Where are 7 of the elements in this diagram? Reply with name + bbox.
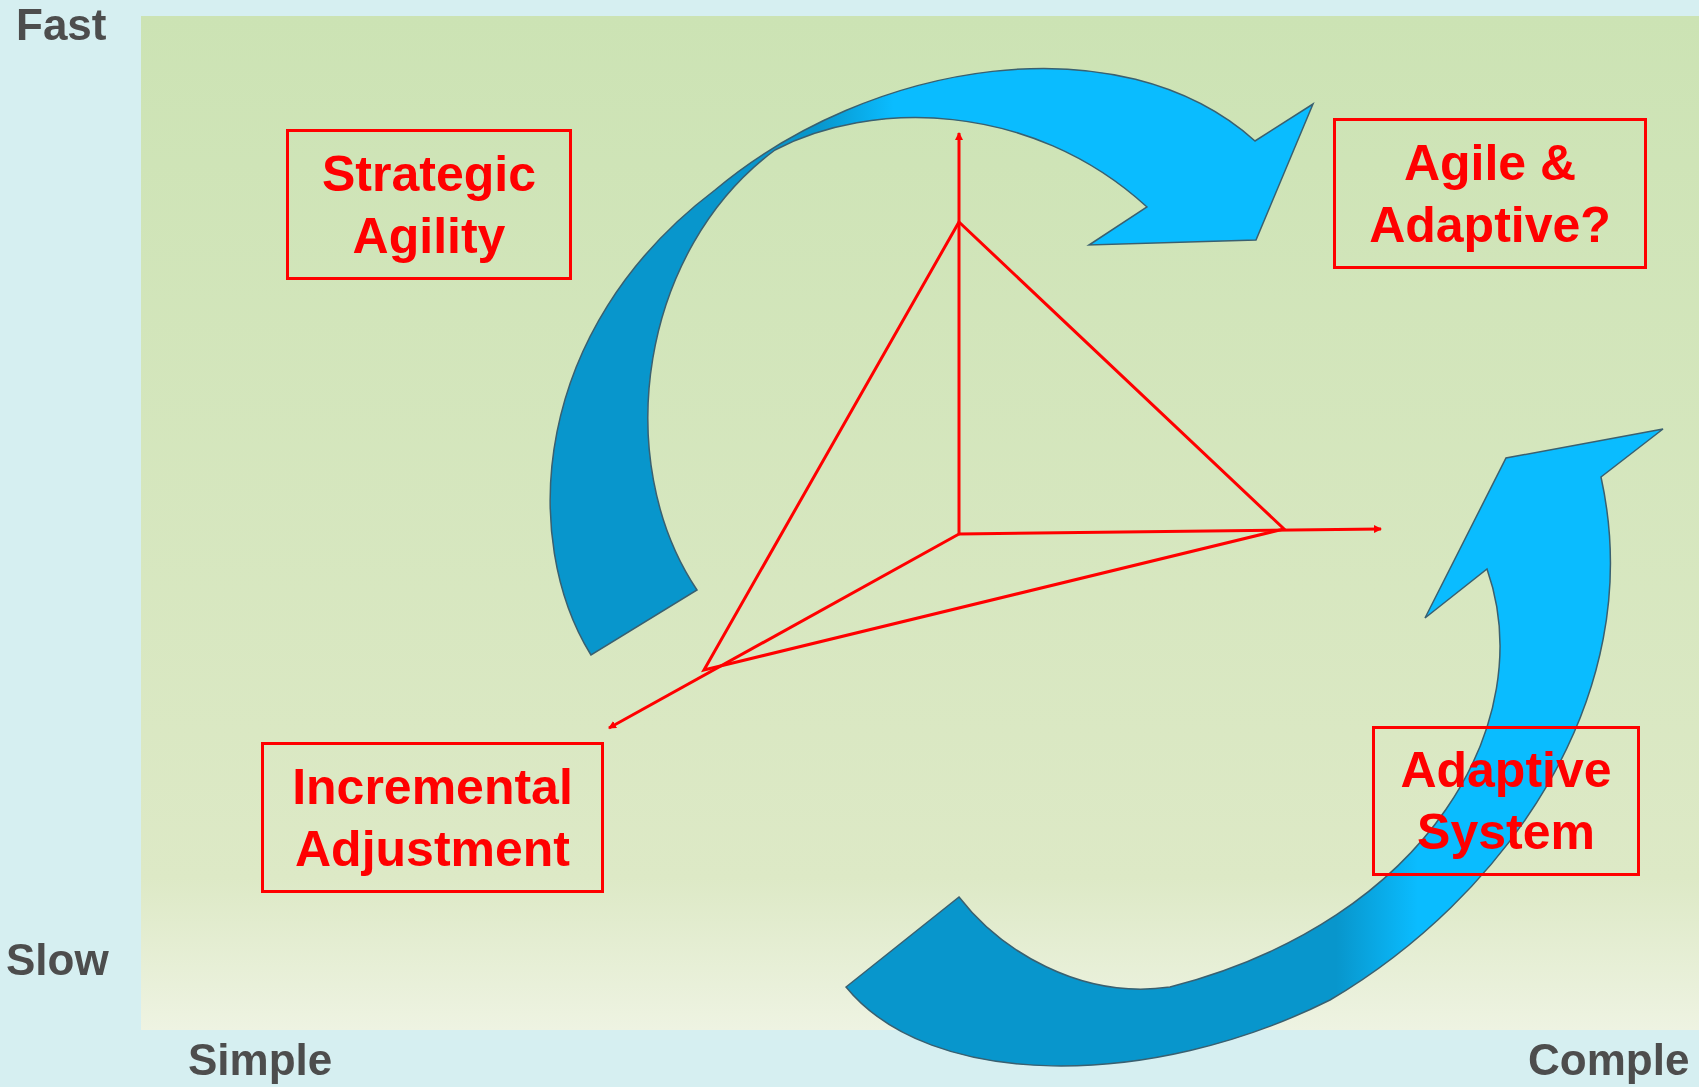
label-box: Incremental Adjustment	[261, 742, 604, 893]
label-box: Strategic Agility	[286, 129, 572, 280]
axis-label: Fast	[16, 0, 107, 50]
axis-label: Comple	[1528, 1035, 1690, 1085]
axis-label: Simple	[188, 1035, 333, 1085]
label-box: Agile & Adaptive?	[1333, 118, 1647, 269]
axis-label: Slow	[6, 935, 109, 985]
